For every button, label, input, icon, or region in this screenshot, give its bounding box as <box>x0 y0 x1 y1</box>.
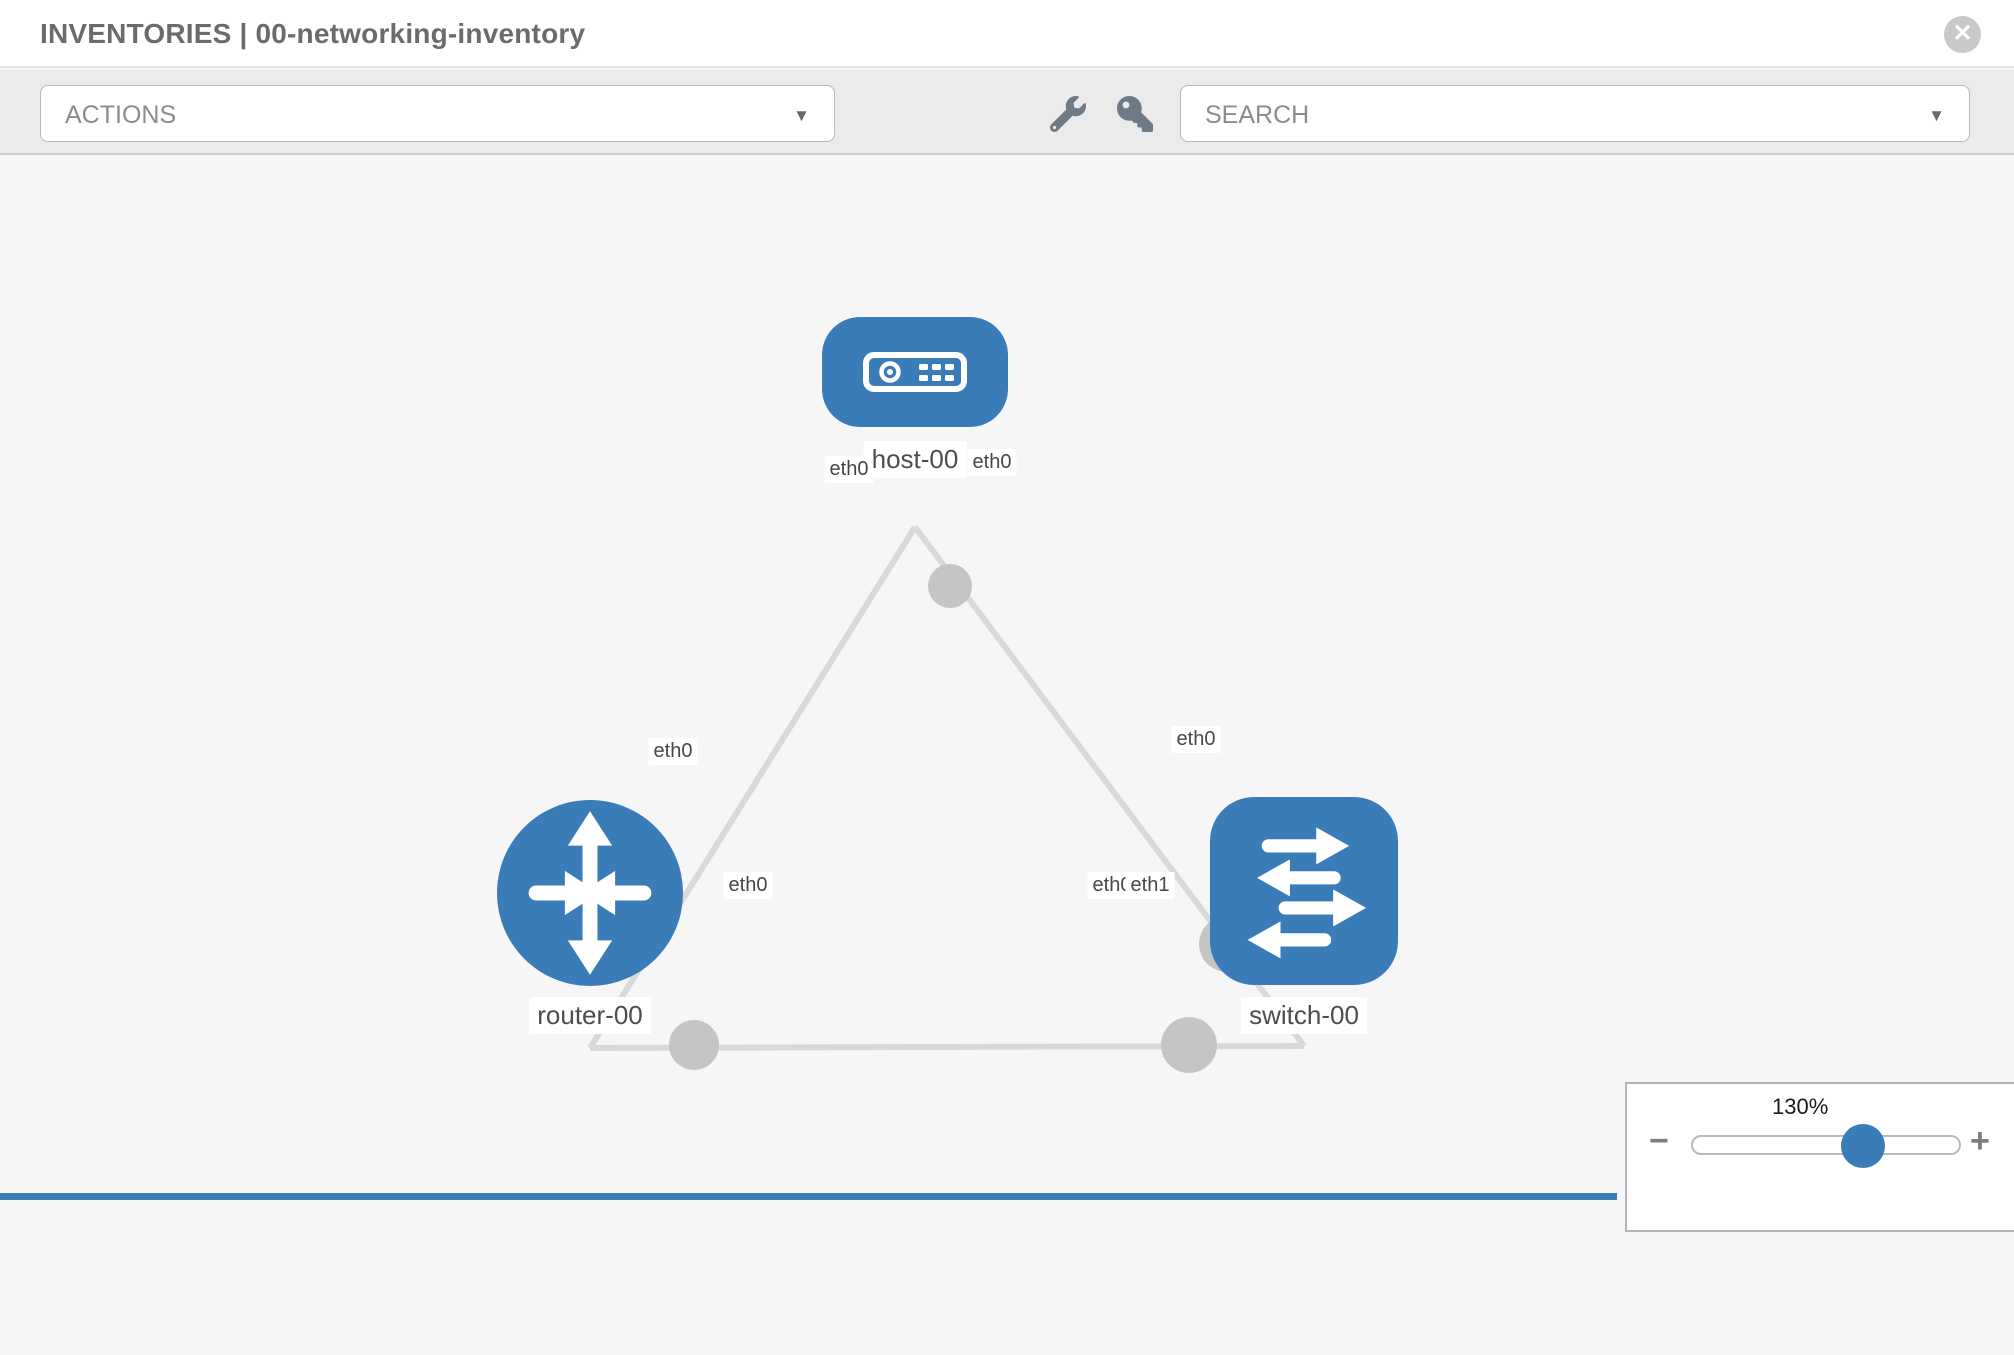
bottom-panel-edge <box>0 1193 1617 1200</box>
node-label-host: host-00 <box>863 441 967 478</box>
interface-label-eth0: eth0 <box>824 456 874 483</box>
node-label-router: router-00 <box>529 997 651 1034</box>
interface-dot-router <box>669 1020 719 1070</box>
zoom-in-button[interactable]: + <box>1970 1122 1990 1160</box>
zoom-out-button[interactable]: − <box>1649 1122 1669 1160</box>
interface-label-eth0: eth0 <box>648 738 698 765</box>
interface-label-eth0: eth0 <box>967 449 1017 476</box>
actions-dropdown[interactable]: ACTIONS ▼ <box>40 85 835 142</box>
interface-label-eth0: eth0 <box>723 872 773 899</box>
interface-label-eth1: eth1 <box>1125 872 1175 899</box>
search-dropdown[interactable]: SEARCH ▼ <box>1180 85 1970 142</box>
topology-canvas[interactable] <box>0 155 2014 1200</box>
zoom-slider[interactable] <box>1691 1124 1961 1168</box>
node-label-switch: switch-00 <box>1241 997 1367 1034</box>
host-icon <box>863 352 967 392</box>
interface-label-eth0: eth0 <box>1171 726 1221 753</box>
switch-icon <box>1247 827 1367 959</box>
zoom-slider-handle[interactable] <box>1841 1124 1886 1168</box>
page-title: INVENTORIES | 00-networking-inventory <box>40 18 586 49</box>
breadcrumb-header: INVENTORIES | 00-networking-inventory ✕ <box>0 0 2014 68</box>
interface-dot-switch-left <box>1161 1017 1217 1073</box>
node-host-00[interactable] <box>822 317 1008 427</box>
topology-toolbar: ACTIONS ▼ SEARCH ▼ <box>0 70 2014 155</box>
close-icon[interactable]: ✕ <box>1944 16 1981 53</box>
interface-dot-host <box>928 564 972 608</box>
node-switch-00[interactable] <box>1210 797 1398 985</box>
search-dropdown-label: SEARCH <box>1205 101 1310 129</box>
wrench-icon[interactable] <box>1049 96 1086 133</box>
chevron-down-icon: ▼ <box>793 106 810 125</box>
chevron-down-icon: ▼ <box>1928 106 1945 125</box>
actions-dropdown-label: ACTIONS <box>65 101 177 129</box>
key-icon[interactable] <box>1117 96 1153 132</box>
zoom-level-value: 130% <box>1772 1094 1829 1119</box>
node-router-00[interactable] <box>497 800 683 986</box>
router-icon <box>528 811 652 975</box>
zoom-control-panel: 130% − + <box>1625 1082 2014 1232</box>
